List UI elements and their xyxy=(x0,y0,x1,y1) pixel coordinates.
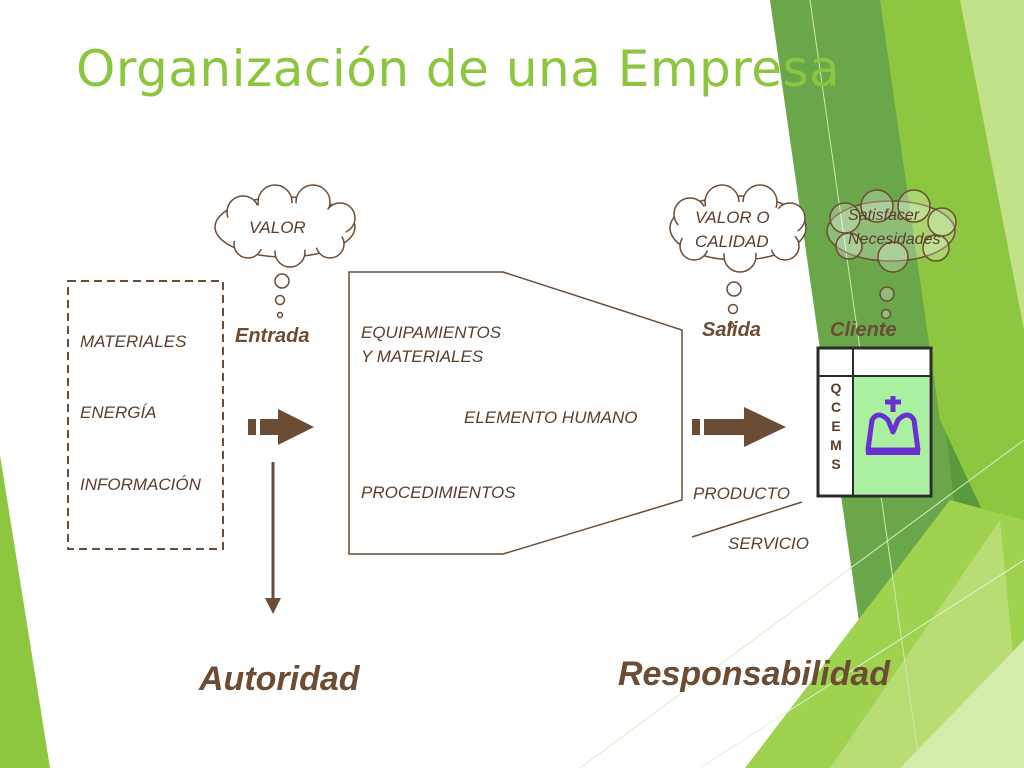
inputs-dashed-box xyxy=(67,280,224,550)
responsabilidad-label: Responsabilidad xyxy=(618,655,891,693)
autoridad-label: Autoridad xyxy=(199,660,360,698)
qcems-letter: C xyxy=(830,399,842,415)
qcems-letter: M xyxy=(830,437,842,453)
output-servicio: SERVICIO xyxy=(728,534,809,553)
cliente-label: Cliente xyxy=(830,319,897,341)
process-shape xyxy=(348,271,683,555)
cloud-valor-text: VALOR xyxy=(249,218,306,237)
page-title: Organización de una Empresa xyxy=(76,40,841,98)
crown-icon xyxy=(865,396,921,455)
autoridad-arrow xyxy=(265,462,281,614)
process-humano: ELEMENTO HUMANO xyxy=(464,408,638,427)
qcems-letter: Q xyxy=(830,380,842,396)
process-equip-line2: Y MATERIALES xyxy=(361,347,484,366)
output-producto: PRODUCTO xyxy=(693,484,790,503)
input-item-energia: ENERGÍA xyxy=(80,403,157,422)
cloud-valor-calidad-line2: CALIDAD xyxy=(695,232,769,251)
qcems-letter: S xyxy=(831,456,841,472)
cloud-valor-calidad xyxy=(669,184,807,329)
cloud-valor xyxy=(214,184,356,319)
entrada-label: Entrada xyxy=(235,325,310,347)
salida-label: Salida xyxy=(702,319,761,341)
cloud-valor-calidad-line1: VALOR O xyxy=(695,208,770,227)
input-item-informacion: INFORMACIÓN xyxy=(80,475,201,494)
entrada-arrow xyxy=(248,409,314,445)
salida-arrow xyxy=(692,407,786,447)
cloud-satisfacer-line2: Necesidades xyxy=(848,231,941,248)
process-procedimientos: PROCEDIMIENTOS xyxy=(361,483,516,502)
qcems-letter: E xyxy=(831,418,841,434)
process-equip-line1: EQUIPAMIENTOS xyxy=(361,323,502,342)
input-item-materiales: MATERIALES xyxy=(80,332,187,351)
cloud-satisfacer-line1: Satisfacer xyxy=(848,207,920,224)
cloud-satisfacer xyxy=(826,189,957,320)
qcems-letters: Q C E M S xyxy=(822,379,850,474)
producto-servicio-divider xyxy=(691,501,803,538)
